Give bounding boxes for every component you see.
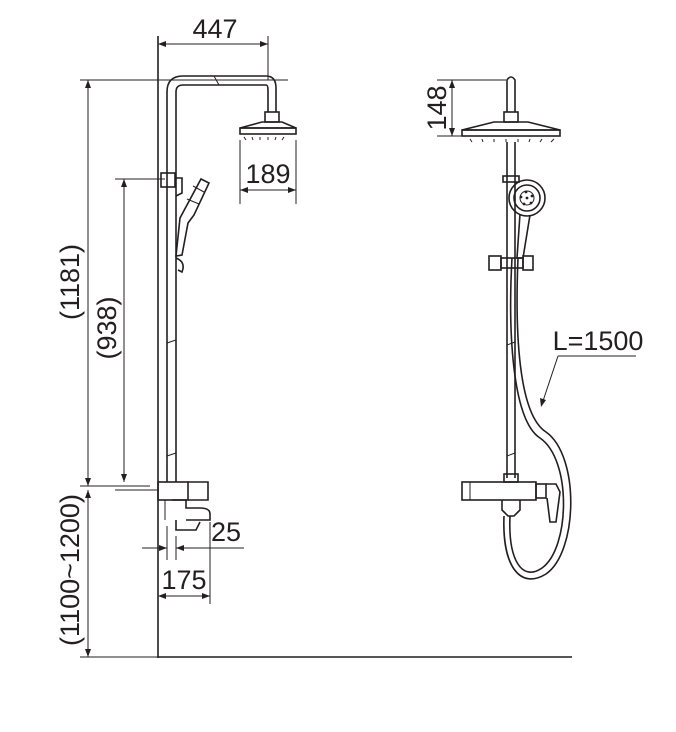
mixer-height-reference-line <box>80 485 158 491</box>
front-rain-shower-head <box>461 121 561 143</box>
dimension-189-label: 189 <box>245 159 290 189</box>
dimension-175: 175 <box>158 522 211 604</box>
side-rain-shower-head <box>239 111 297 141</box>
dimension-148-label: 148 <box>422 85 452 130</box>
dimension-1181-label: (1181) <box>55 244 85 320</box>
front-thermostatic-mixer <box>461 473 561 523</box>
dimension-25-label: 25 <box>211 517 241 547</box>
front-view <box>461 76 572 580</box>
hose-length-callout: L=1500 <box>540 326 643 407</box>
dimension-447-label: 447 <box>192 14 237 44</box>
side-view <box>157 75 297 531</box>
side-hand-shower <box>160 172 211 257</box>
dimension-189: 189 <box>239 140 297 204</box>
dimension-175-label: 175 <box>161 565 206 595</box>
dimension-25: 25 <box>142 517 244 560</box>
wall-and-floor-lines <box>157 36 572 658</box>
side-riser-pipe <box>166 92 177 482</box>
dimension-148: 148 <box>422 79 506 137</box>
side-hose-hook <box>175 257 184 274</box>
dimension-1181: (1181) <box>55 79 288 486</box>
dimension-938: (938) <box>92 178 165 482</box>
dimension-1100-1200-label: (1100~1200) <box>55 494 85 646</box>
dimension-1100-1200: (1100~1200) <box>55 490 158 658</box>
hose-length-label: L=1500 <box>553 326 644 356</box>
side-mixer-body <box>157 481 211 531</box>
dimension-938-label: (938) <box>92 296 122 359</box>
front-riser-pipe <box>506 142 516 478</box>
front-shower-hose <box>503 257 572 580</box>
front-shower-arm <box>503 76 519 123</box>
side-shower-arm <box>166 75 277 112</box>
dimension-447: 447 <box>158 14 269 80</box>
front-hand-shower <box>502 175 546 259</box>
